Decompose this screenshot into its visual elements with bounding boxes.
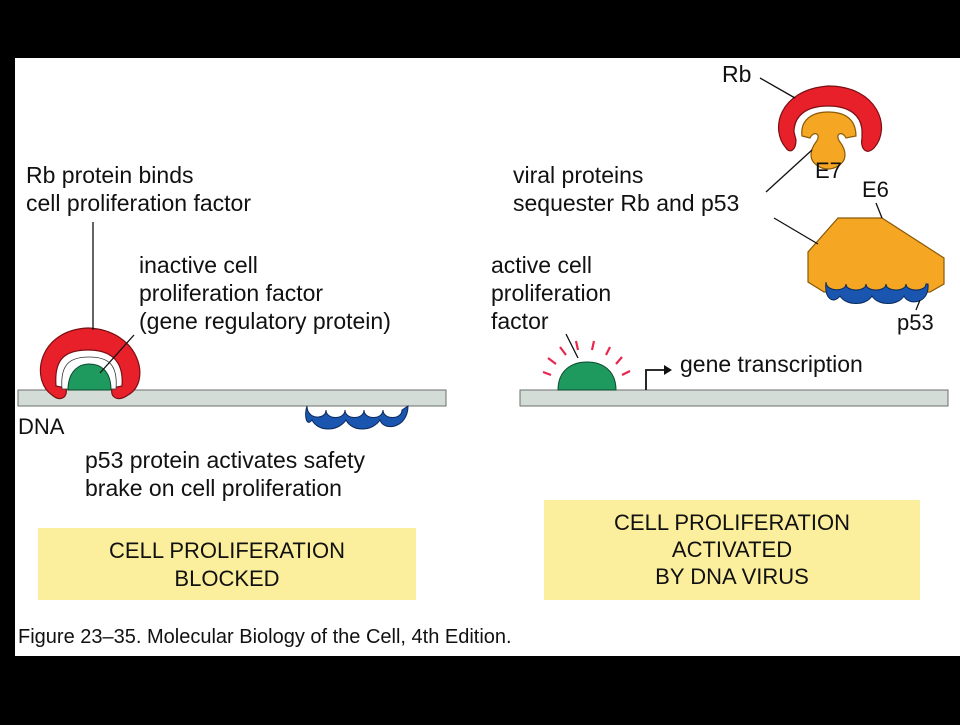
active-factor-label-line3: factor [491,308,549,334]
dna-strand-left [17,389,447,407]
viral-to-e6-pointer [773,217,819,245]
e6-protein-shape [807,217,945,293]
status-box-activated [544,500,920,600]
factor-pointer-line [99,334,135,374]
p53-right-pointer [915,299,921,311]
active-factor-shape [557,361,617,391]
inactive-factor-label-line2: proliferation factor [139,280,323,306]
transcription-arrow-line [645,369,664,390]
p53-note-line2: brake on cell proliferation [85,475,342,501]
rb-label-pointer [759,77,796,99]
status-blocked-line2: BLOCKED [174,566,279,591]
dna-label: DNA [18,414,65,439]
e7-label: E7 [815,158,842,183]
rb-sequestered-shape [778,85,883,152]
status-box-blocked [38,528,416,600]
inactive-factor-shape [67,363,112,391]
p53-right-label: p53 [897,310,934,335]
transcription-label: gene transcription [680,351,863,377]
inactive-factor-label-line1: inactive cell [139,252,258,278]
status-activated-line1: CELL PROLIFERATION [614,510,850,535]
e6-label: E6 [862,177,889,202]
viral-to-e7-pointer [765,149,813,193]
status-blocked-line1: CELL PROLIFERATION [109,538,345,563]
active-factor-pointer-line [565,333,579,359]
rb-binds-label-line1: Rb protein binds [26,162,194,188]
inactive-factor-label-line3: (gene regulatory protein) [139,308,391,334]
dna-strand-right [519,389,949,407]
rb-protein-shape [39,327,141,400]
figure-caption: Figure 23–35. Molecular Biology of the C… [18,626,512,648]
viral-note-line2: sequester Rb and p53 [513,190,739,216]
status-activated-line2: ACTIVATED [672,537,792,562]
active-factor-label-line2: proliferation [491,280,611,306]
active-factor-label-line1: active cell [491,252,592,278]
p53-protein-left-shape [305,405,409,430]
rb-label: Rb [722,61,751,87]
p53-protein-right-shape [825,281,929,304]
transcription-arrow-head [664,365,672,375]
e6-label-pointer [875,202,883,219]
rb-binds-label-line2: cell proliferation factor [26,190,251,216]
viral-note-line1: viral proteins [513,162,643,188]
e7-protein-shape [801,111,857,170]
status-activated-line3: BY DNA VIRUS [655,564,809,589]
p53-note-line1: p53 protein activates safety [85,447,365,473]
activity-rays [542,340,631,377]
